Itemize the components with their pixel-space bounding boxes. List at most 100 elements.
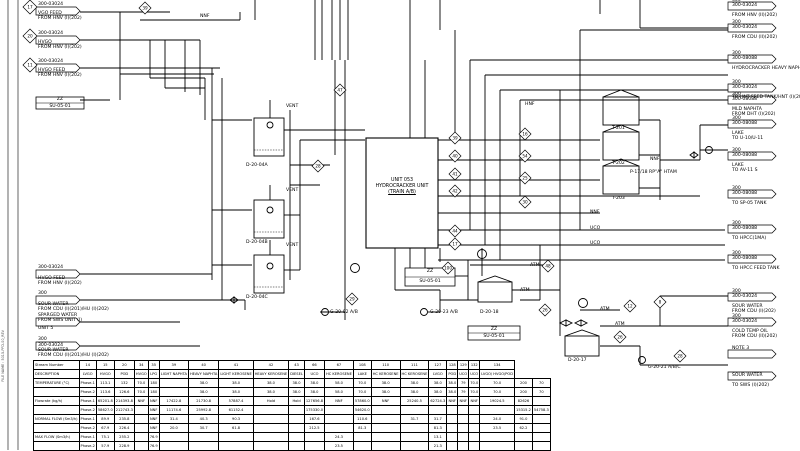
table-cell: 228.9 <box>113 441 135 451</box>
table-cell: Hold <box>252 396 290 406</box>
right-feed-tag: 300 <box>732 20 741 25</box>
unit-title: UNIT 053 HYDROCRACKER UNIT (TRAIN A/B) <box>366 178 438 196</box>
table-cell: Stream Number <box>33 360 80 370</box>
table-cell: 35 <box>147 360 160 370</box>
drum-label-c: D-20-04C <box>246 295 268 300</box>
table-cell <box>370 432 401 442</box>
table-cell: 212.5 <box>303 423 326 433</box>
table-cell: 89.9 <box>95 414 115 424</box>
table-cell: UCO <box>303 369 326 379</box>
row-phase: Phase-1 <box>78 396 97 406</box>
right-feed-line3: LAKE <box>732 163 744 168</box>
table-cell: UCO <box>468 369 481 379</box>
table-cell: 70.0 <box>133 387 149 397</box>
table-cell <box>352 432 372 442</box>
table-cell <box>324 414 354 424</box>
table-cell: 21730.8 <box>187 396 220 406</box>
box-low-tag: ZZ <box>490 327 498 332</box>
stream-diamond <box>673 349 687 363</box>
table-cell <box>514 441 533 451</box>
stream-number: 20 <box>27 34 33 39</box>
right-feed-line2: 300-03024 <box>732 319 758 324</box>
table-cell: 38.0 <box>428 378 448 388</box>
stream-number: 26 <box>617 335 623 340</box>
right-feed-line3: SOUR WATER <box>732 304 763 309</box>
table-cell <box>303 441 326 451</box>
stream-diamond <box>448 237 462 251</box>
table-cell: 57887.4 <box>218 396 254 406</box>
table-cell: HC KEROSENE <box>324 369 354 379</box>
stream-number: 17 <box>452 242 458 247</box>
pump-right-label: G-20-21 A/B/C <box>648 365 681 370</box>
table-cell: 81.3 <box>352 423 372 433</box>
row-label <box>33 387 80 397</box>
table-cell: 31.7 <box>399 414 430 424</box>
table-cell <box>468 423 481 433</box>
table-cell: NNF <box>147 405 160 415</box>
table-cell: 70.0 <box>133 378 149 388</box>
table-cell <box>218 432 254 442</box>
table-cell <box>531 414 551 424</box>
table-cell <box>252 432 290 442</box>
right-feed-line4: FROM CDU (II)(202) <box>732 334 778 339</box>
stream-number: 25 <box>522 176 528 181</box>
stream-diamond <box>448 224 462 238</box>
header-box-left-id: SU-05-01 <box>49 104 71 109</box>
feed-tag: 300-03024 <box>38 31 64 36</box>
table-cell: LPG <box>147 369 160 379</box>
feed-tag: 300-03024 <box>38 2 64 7</box>
table-cell <box>446 441 459 451</box>
table-cell <box>399 405 430 415</box>
table-cell <box>457 423 470 433</box>
table-cell <box>324 423 354 433</box>
right-feed-line2: 300-03024 <box>732 25 758 30</box>
table-cell: 11174.6 <box>158 405 189 415</box>
stream-diamond <box>653 295 667 309</box>
box-mid-id: SU-05-01 <box>419 279 441 284</box>
stream-diamond <box>22 57 38 73</box>
line-tag: NNF <box>650 157 660 162</box>
table-cell: 70.0 <box>468 387 481 397</box>
table-cell: 38.0 <box>303 387 326 397</box>
tank-label-1: T-201 <box>612 126 625 131</box>
table-cell <box>158 378 189 388</box>
stream-number: 39 <box>142 6 148 11</box>
table-cell <box>531 423 551 433</box>
table-cell: 67.9 <box>95 423 115 433</box>
right-feed-line2: 300-03024 <box>732 294 758 299</box>
table-cell: POD <box>113 369 135 379</box>
table-cell <box>446 414 459 424</box>
table-cell <box>288 441 305 451</box>
table-cell: DESCRIPTION <box>33 369 80 379</box>
table-cell: 17422.8 <box>158 396 189 406</box>
table-cell <box>252 423 290 433</box>
right-feed-line2: 300-08088 <box>732 153 758 158</box>
table-cell: 65201.8 <box>95 396 115 406</box>
feed-line: FROM HNV (I)(202) <box>38 45 82 50</box>
stream-diamond <box>22 28 38 44</box>
stream-diamond <box>538 303 552 317</box>
table-cell: NNF <box>147 396 160 406</box>
table-cell: 111 <box>399 360 430 370</box>
table-cell <box>158 441 189 451</box>
right-feed-tag: 300 <box>732 51 741 56</box>
table-cell <box>370 405 401 415</box>
table-cell: 200 <box>514 378 533 388</box>
right-feed-tag: 300 <box>732 80 741 85</box>
row-label <box>33 423 80 433</box>
table-cell: 21.3 <box>428 441 448 451</box>
table-cell <box>457 414 470 424</box>
left-lower-2-l2: SOUR WATER <box>38 302 69 307</box>
stream-number: 42 <box>452 189 458 194</box>
table-cell <box>288 414 305 424</box>
unit-line-2: HYDROCRACKER UNIT <box>375 184 429 189</box>
vent-label-1: VENT <box>286 104 299 109</box>
feed-label-3: 300-03024 <box>38 59 63 64</box>
table-cell: 25240.5 <box>399 396 430 406</box>
table-cell: 20 <box>113 360 135 370</box>
stream-diamond <box>448 131 462 145</box>
box-low-id: SU-05-01 <box>483 334 505 339</box>
